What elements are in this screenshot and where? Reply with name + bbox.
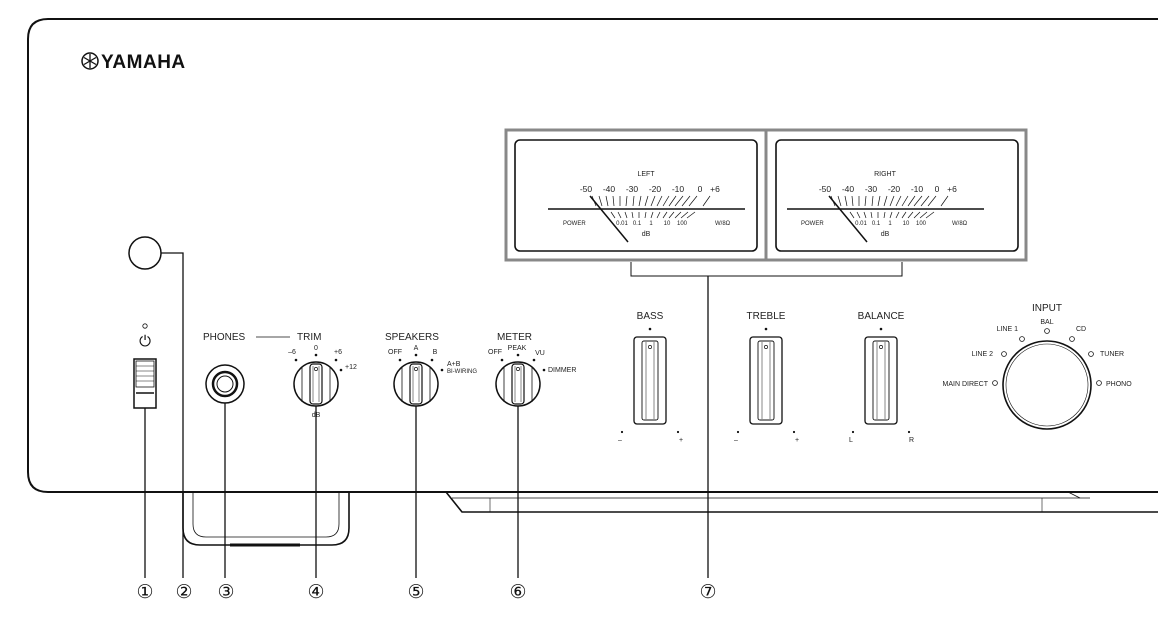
vu-left-power-tick: 100 [677, 221, 688, 227]
callout-6: ⑥ [509, 582, 526, 603]
input-option-bal: BAL [1040, 319, 1053, 326]
power-indicator [142, 323, 148, 329]
vu-right-db-unit: dB [881, 231, 890, 238]
vu-right-db-tick: -10 [911, 184, 924, 194]
meter-tick-vu: VU [535, 350, 545, 357]
vu-right-power-tick: 0.01 [855, 221, 867, 227]
vu-left-db-tick: +6 [710, 184, 720, 194]
trim-tick-plus6: +6 [334, 349, 342, 356]
speakers-tick-ab: A+B [447, 361, 461, 368]
vu-left-title: LEFT [637, 171, 655, 178]
vu-right-power-tick: 100 [916, 221, 927, 227]
brand-name: YAMAHA [101, 52, 186, 73]
vu-right-power-tick: 10 [903, 221, 910, 227]
vu-left-power-tick: 0.01 [616, 221, 628, 227]
vu-right-needle [828, 195, 868, 243]
vu-left-db-tick: -40 [603, 184, 616, 194]
bass-min: – [618, 437, 622, 444]
vu-left-power-tick: 0.1 [633, 221, 642, 227]
speakers-tick-a: A [414, 345, 419, 352]
vu-right-db-tick: 0 [935, 184, 940, 194]
balance-max: R [909, 437, 914, 444]
vu-right-power-label: POWER [801, 221, 824, 227]
trim-tick-0: 0 [314, 345, 318, 352]
balance-min: L [849, 437, 853, 444]
meter-tick-off: OFF [488, 349, 502, 356]
treble-max: + [795, 437, 799, 444]
front-panel-outline [27, 18, 1158, 493]
callout-4: ④ [307, 582, 324, 603]
callout-1: ① [136, 582, 153, 603]
phones-jack[interactable] [205, 364, 245, 404]
meter-label: METER [497, 332, 532, 343]
vu-right-power-tick: 0.1 [872, 221, 881, 227]
callout-3: ③ [217, 582, 234, 603]
callout-7: ⑦ [699, 582, 716, 603]
input-selector-knob[interactable] [1002, 340, 1092, 430]
input-option-line1: LINE 1 [997, 326, 1019, 333]
vu-right-db-tick: -20 [888, 184, 901, 194]
callout-leaders [144, 252, 709, 578]
input-option-line2: LINE 2 [972, 351, 994, 358]
vu-right-db-tick: -30 [865, 184, 878, 194]
vu-left-db-tick: -20 [649, 184, 662, 194]
input-label: INPUT [1032, 303, 1062, 314]
speakers-tick-off: OFF [388, 349, 402, 356]
meter-tick-dimmer: DIMMER [548, 367, 576, 374]
speakers-knob[interactable] [393, 361, 439, 407]
vu-left-needle [589, 195, 629, 243]
vu-left-db-tick: -50 [580, 184, 593, 194]
yamaha-logo: YAMAHA [81, 52, 186, 73]
bottom-trim [445, 491, 1158, 513]
callout-2: ② [175, 582, 192, 603]
input-option-cd: CD [1076, 326, 1086, 333]
input-option-tuner: TUNER [1100, 351, 1124, 358]
speakers-tick-biwiring: BI-WIRING [447, 369, 477, 375]
bass-label: BASS [637, 311, 664, 322]
meter-knob[interactable] [495, 361, 541, 407]
power-icon: ⏻ [139, 332, 151, 350]
vu-right-db-tick: -40 [842, 184, 855, 194]
balance-control[interactable] [864, 336, 898, 425]
vu-right-power-tick: 1 [888, 221, 892, 227]
vu-left-power-unit: W/8Ω [715, 221, 731, 227]
treble-control[interactable] [749, 336, 783, 425]
meter-tick-peak: PEAK [508, 345, 527, 352]
vu-left-power-label: POWER [563, 221, 586, 227]
vu-left-power-tick: 10 [664, 221, 671, 227]
bass-max: + [679, 437, 683, 444]
left-foot-inner [192, 492, 340, 538]
vu-right-db-tick: +6 [947, 184, 957, 194]
treble-min: – [734, 437, 738, 444]
trim-label: TRIM [297, 332, 321, 343]
phones-label: PHONES [203, 332, 246, 343]
meters-bracket [630, 262, 903, 277]
power-switch[interactable] [133, 358, 157, 409]
bass-control[interactable] [633, 336, 667, 425]
treble-label: TREBLE [747, 311, 786, 322]
vu-right-power-unit: W/8Ω [952, 221, 968, 227]
vu-meter-right: RIGHT -50 -40 -30 -20 -10 0 +6 POWER 0.0… [775, 139, 1019, 252]
trim-tick-minus6: –6 [288, 349, 296, 356]
input-option-main-direct: MAIN DIRECT [943, 381, 989, 388]
trim-knob[interactable] [293, 361, 339, 407]
input-option-phono: PHONO [1106, 381, 1132, 388]
balance-label: BALANCE [858, 311, 905, 322]
vu-left-power-tick: 1 [649, 221, 653, 227]
vu-left-db-tick: -30 [626, 184, 639, 194]
vu-left-db-unit: dB [642, 231, 651, 238]
speakers-tick-b: B [433, 349, 438, 356]
vu-left-db-tick: 0 [698, 184, 703, 194]
vu-meter-left: LEFT -50 -40 -30 -20 -10 0 +6 POWER 0.01… [514, 139, 758, 252]
vu-right-db-tick: -50 [819, 184, 832, 194]
vu-left-db-tick: -10 [672, 184, 685, 194]
speakers-label: SPEAKERS [385, 332, 439, 343]
trim-tick-plus12: +12 [345, 364, 357, 371]
remote-sensor [128, 236, 162, 270]
callout-5: ⑤ [407, 582, 424, 603]
vu-right-title: RIGHT [874, 171, 897, 178]
tuning-fork-emblem-icon [81, 52, 99, 70]
